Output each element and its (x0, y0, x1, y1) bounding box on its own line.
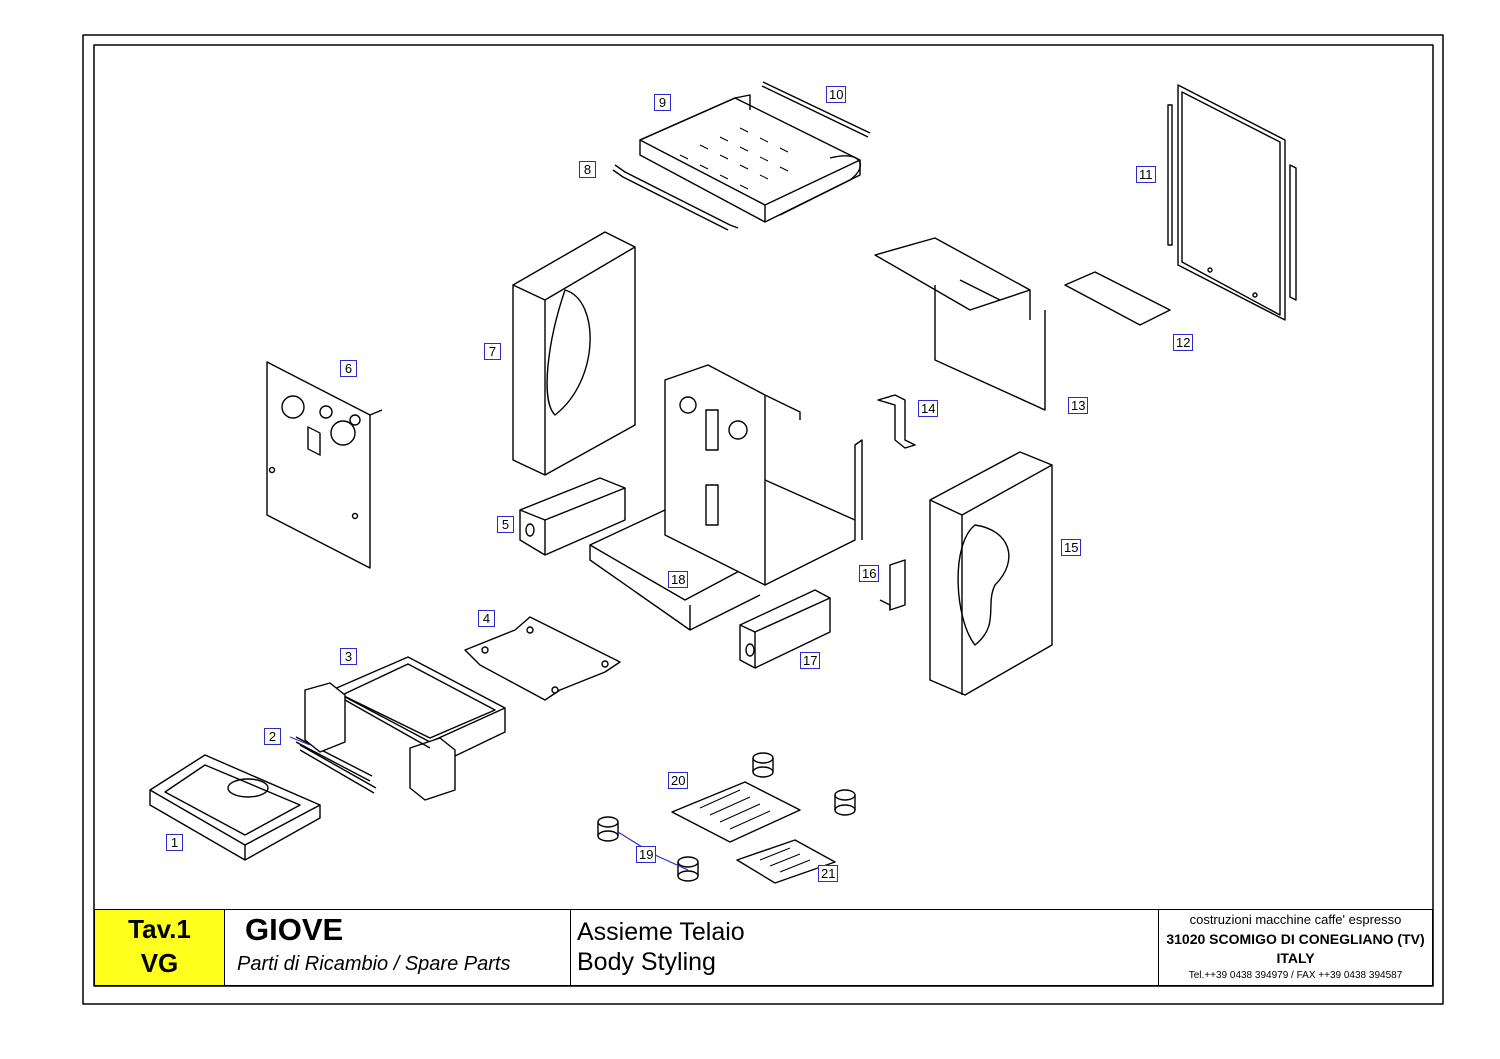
part-9-cup-tray (639, 94, 862, 223)
outer-frame (82, 34, 1444, 1005)
callout-2: 2 (264, 728, 281, 745)
callout-17: 17 (800, 652, 821, 669)
callout-21: 21 (818, 865, 839, 882)
callout-7: 7 (484, 343, 501, 360)
manufacturer-country: ITALY (1276, 950, 1315, 966)
part-21-plate (736, 839, 836, 884)
part-4-plate (464, 616, 621, 701)
callout-11: 11 (1136, 166, 1156, 183)
part-6-rear-panel (266, 361, 383, 569)
inner-frame (93, 44, 1434, 987)
callout-3: 3 (340, 648, 357, 665)
callout-18: 18 (668, 571, 689, 588)
callout-15: 15 (1061, 539, 1082, 556)
part-20-base-plate (671, 781, 801, 843)
callout-10: 10 (826, 86, 847, 103)
manufacturer-address: 31020 SCOMIGO DI CONEGLIANO (TV) (1166, 931, 1425, 947)
callout-8: 8 (579, 161, 596, 178)
description-cell: Assieme Telaio Body Styling (571, 910, 1159, 985)
part-5-bracket-box (519, 477, 626, 556)
part-17-box (739, 589, 831, 669)
callout-1: 1 (166, 834, 183, 851)
part-3-drip-tray (304, 656, 506, 801)
callout-13: 13 (1068, 397, 1089, 414)
manufacturer-cell: costruzioni macchine caffe' espresso 310… (1159, 910, 1432, 985)
callout-20: 20 (668, 772, 689, 789)
spare-parts-subtitle: Parti di Ricambio / Spare Parts (237, 953, 511, 975)
part-7-side-panel (512, 231, 636, 476)
leader-lines (289, 736, 689, 871)
callout-14: 14 (918, 400, 939, 417)
callout-19: 19 (636, 846, 657, 863)
part-8-rod (612, 164, 739, 231)
part-15-side-panel (929, 451, 1053, 696)
callout-12: 12 (1173, 334, 1194, 351)
part-13-housing (874, 237, 1046, 411)
part-18-main-frame (589, 364, 863, 631)
part-1-drip-tray-cover (149, 754, 321, 861)
title-block: Tav.1 VG GIOVE Parti di Ricambio / Spare… (94, 909, 1433, 986)
callout-6: 6 (340, 360, 357, 377)
description-english: Body Styling (577, 948, 716, 976)
part-14-bracket (877, 394, 916, 449)
callout-4: 4 (478, 610, 495, 627)
part-10-rod (761, 81, 871, 138)
model-name: GIOVE (245, 912, 344, 947)
model-code: VG (140, 948, 179, 978)
description-italian: Assieme Telaio (577, 918, 745, 946)
tav-number: Tav.1 (128, 914, 191, 944)
callout-5: 5 (497, 516, 514, 533)
part-12-cover (1064, 271, 1171, 326)
part-16-bracket (879, 559, 906, 611)
part-11-panel (1167, 84, 1297, 321)
manufacturer-tagline: costruzioni macchine caffe' espresso (1189, 912, 1402, 927)
manufacturer-phone-fax: Tel.++39 0438 394979 / FAX ++39 0438 394… (1188, 970, 1403, 981)
callout-16: 16 (859, 565, 880, 582)
part-19-feet (597, 752, 856, 882)
tav-cell: Tav.1 VG (95, 910, 225, 985)
callout-9: 9 (654, 94, 671, 111)
model-cell: GIOVE Parti di Ricambio / Spare Parts (225, 910, 571, 985)
